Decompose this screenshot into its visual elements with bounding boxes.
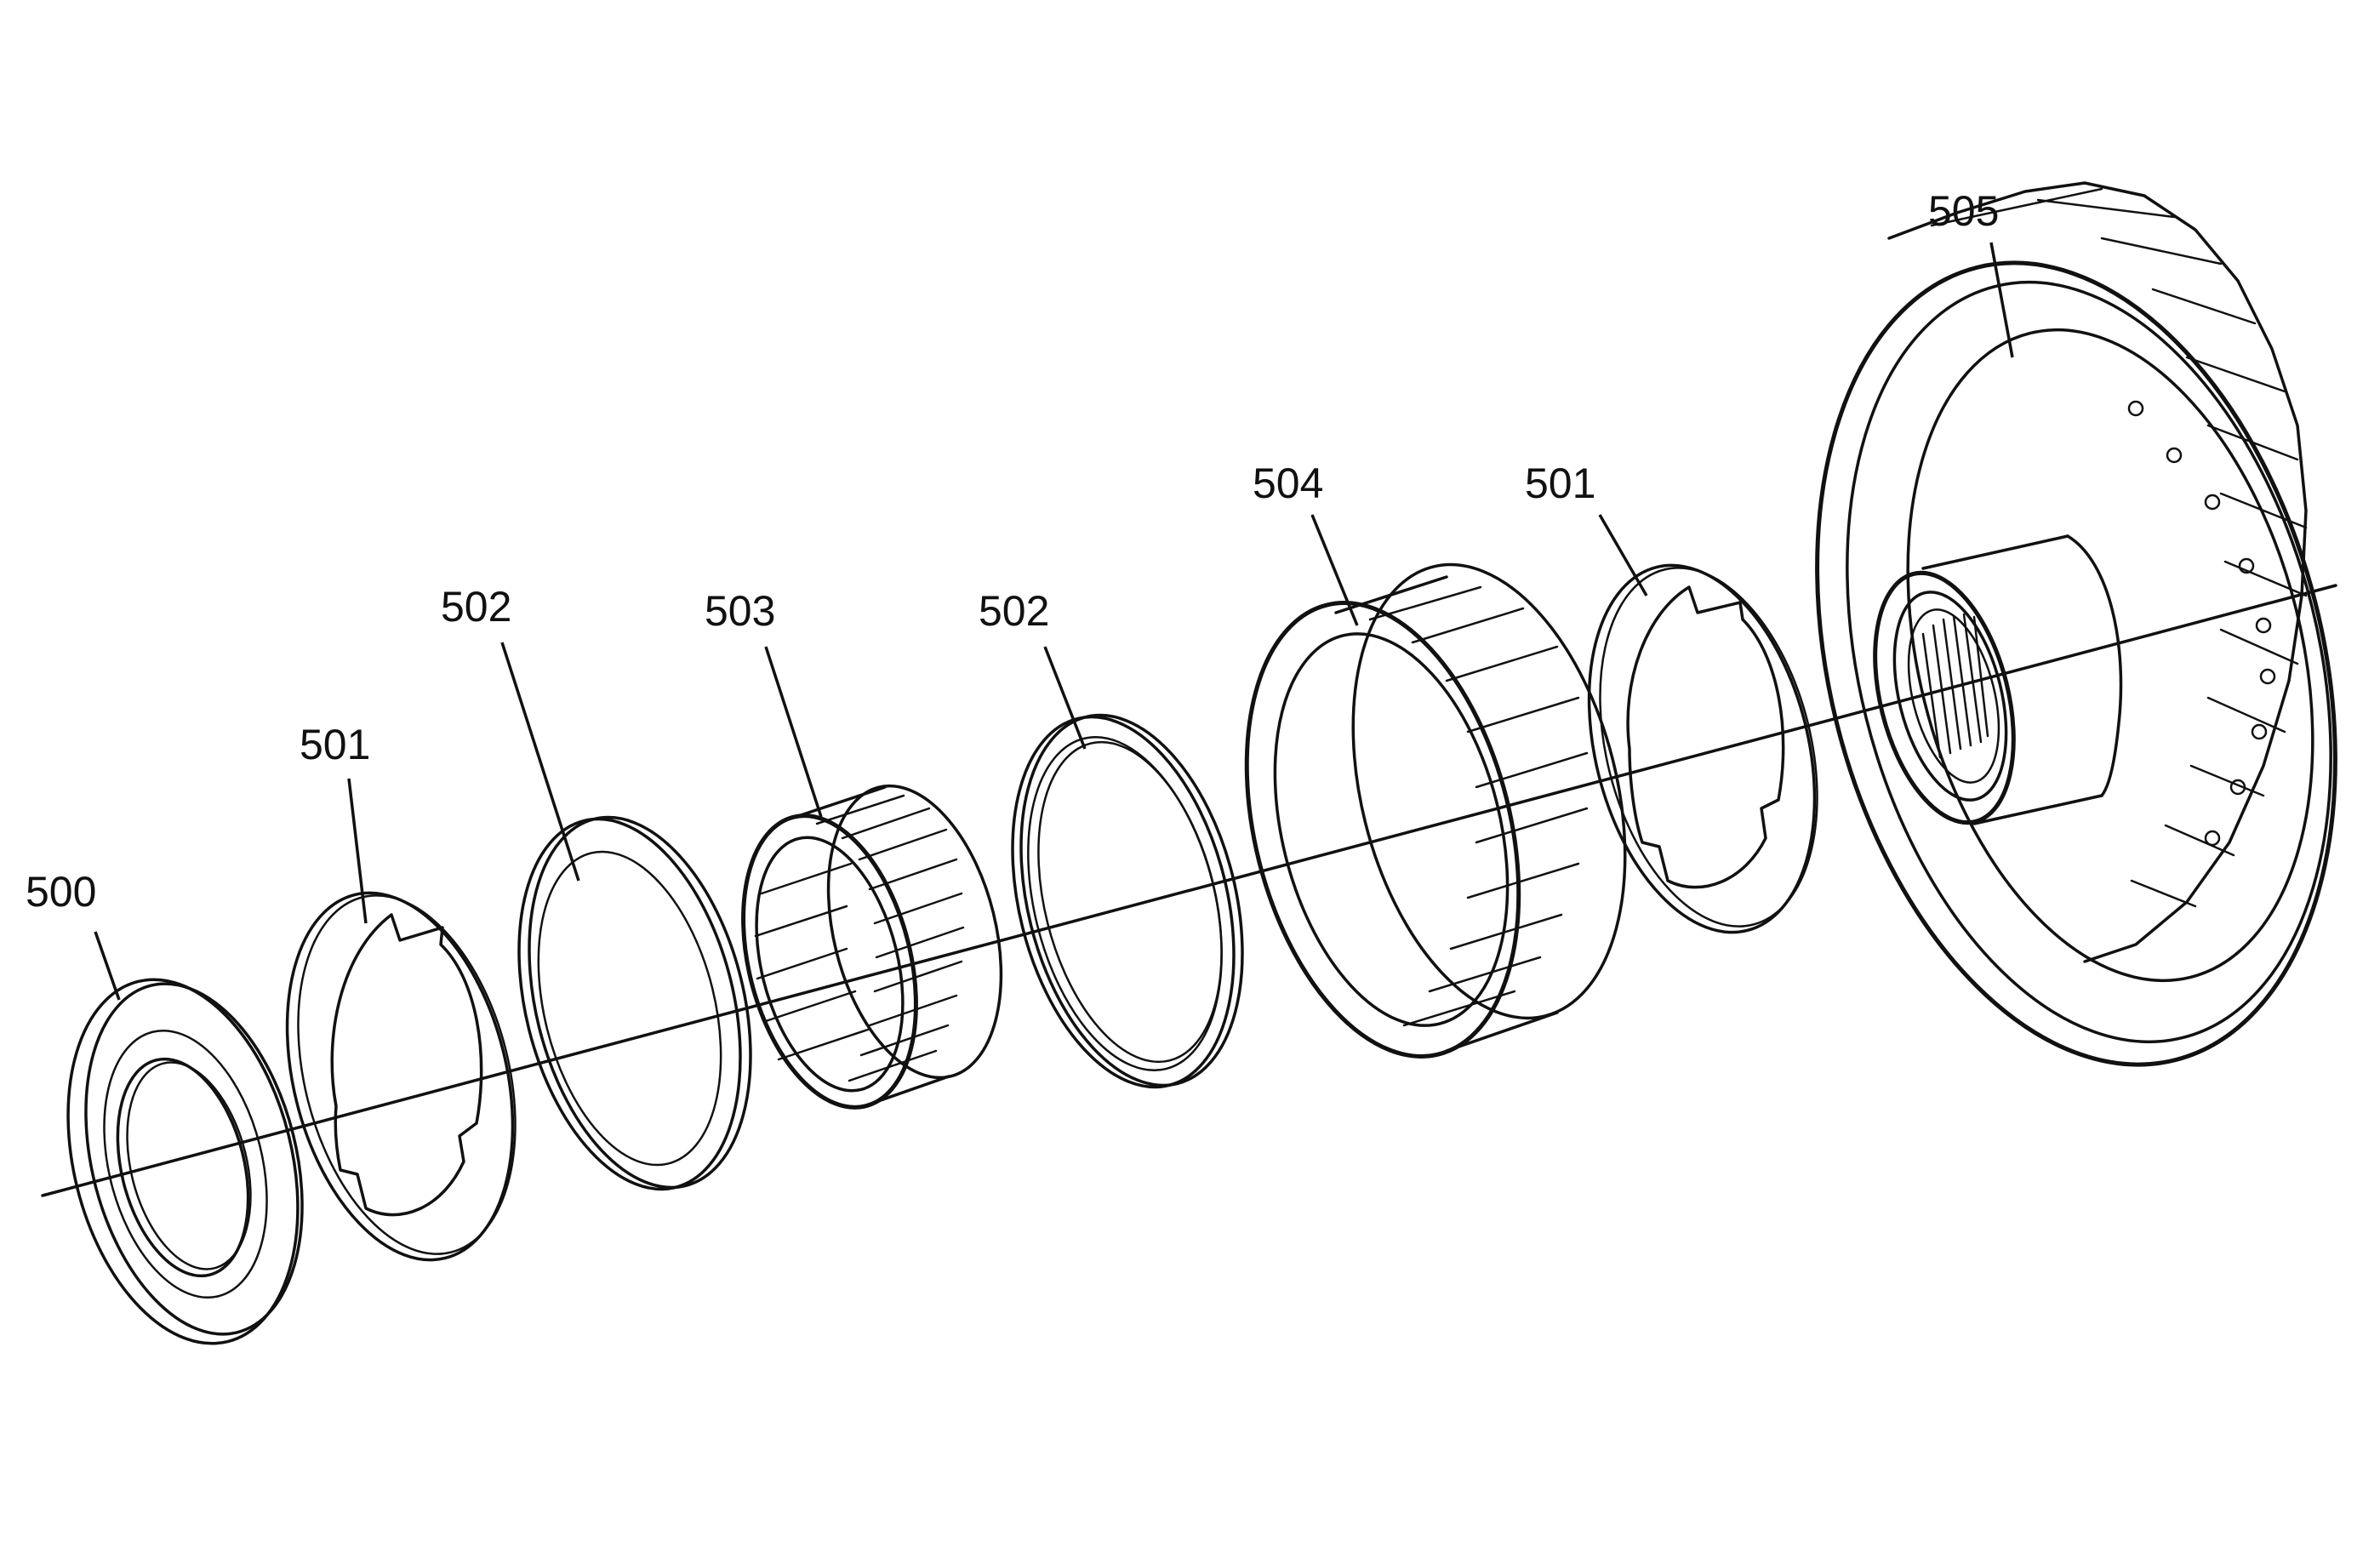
- callout-501-left: 501: [300, 721, 370, 768]
- part-504-outer-race: [1244, 562, 1627, 1059]
- leader-lines: [94, 242, 2014, 1001]
- part-502-flat-washer-left: [517, 815, 752, 1191]
- leader-501a: [347, 778, 368, 924]
- callout-labels: 500 501 502 503 502 504 501 505: [26, 187, 1999, 916]
- drum-holes: [2127, 400, 2276, 847]
- callout-504: 504: [1253, 459, 1323, 507]
- callout-502-right: 502: [979, 587, 1049, 635]
- part-502-flat-washer-right: [1011, 713, 1244, 1089]
- part-501-tabbed-washer-right: [1587, 563, 1818, 934]
- callout-505: 505: [1928, 187, 1999, 235]
- leader-502a: [500, 642, 580, 882]
- callout-503: 503: [705, 587, 775, 635]
- part-503-roller-clutch: [741, 784, 1003, 1110]
- part-505-drum-housing: [1815, 181, 2337, 1067]
- part-500-thrust-washer: [66, 978, 304, 1345]
- leader-503: [764, 646, 823, 818]
- leader-500: [94, 931, 121, 1001]
- callout-502-left: 502: [441, 583, 511, 631]
- center-axis-line: [41, 584, 2337, 1197]
- leader-502b: [1043, 646, 1087, 750]
- leader-505: [1989, 242, 2014, 358]
- leader-501b: [1598, 514, 1648, 596]
- callout-500: 500: [26, 868, 96, 916]
- callout-501-right: 501: [1525, 459, 1595, 507]
- leader-504: [1310, 514, 1359, 626]
